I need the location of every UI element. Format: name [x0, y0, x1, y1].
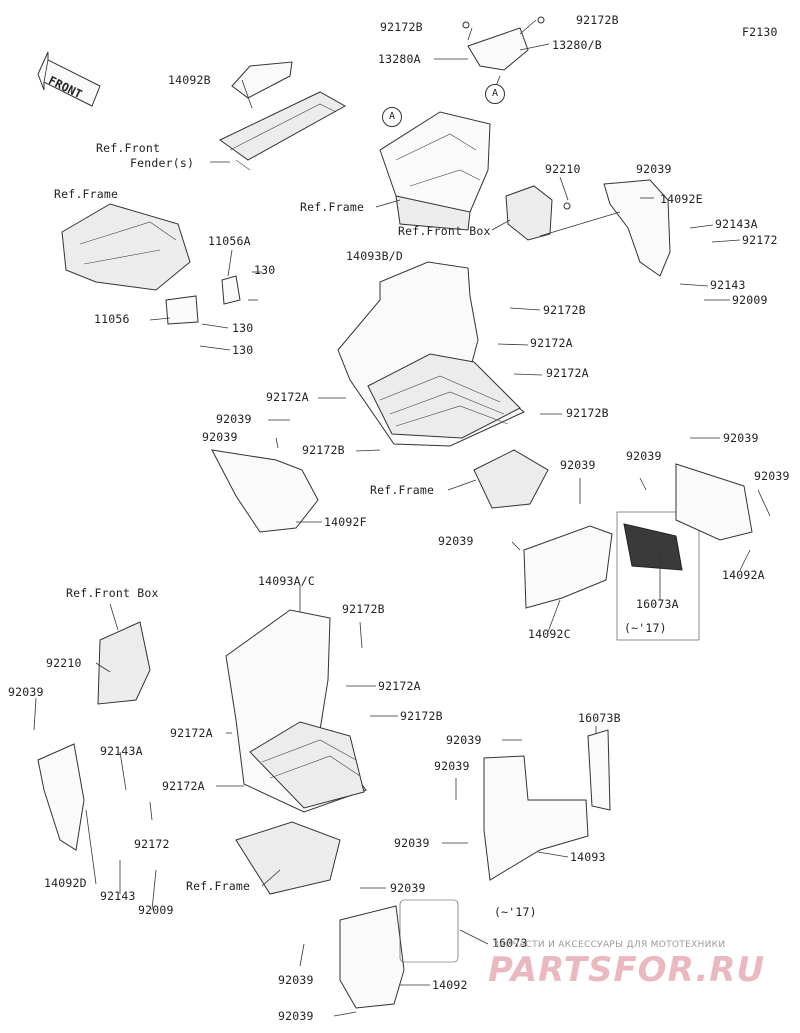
reference-circle-a: A	[485, 84, 505, 104]
floor-panel-bd-part	[337, 261, 525, 447]
cover-14092f-part	[211, 449, 319, 533]
frame-left-part	[61, 203, 241, 325]
part-label: 14092A	[722, 568, 765, 582]
part-label: 92172	[742, 233, 778, 247]
frame-bottom-part	[235, 821, 341, 895]
part-label: 92039	[754, 469, 790, 483]
part-label: 14092C	[528, 627, 571, 641]
front-arrow-icon	[37, 51, 101, 107]
part-label: 92039	[278, 1009, 314, 1023]
ref-label: Ref.Frame	[370, 483, 435, 497]
part-label: 92143A	[715, 217, 758, 231]
ref-label: Ref.Frame	[54, 187, 119, 201]
floor-panel-ac-part	[225, 609, 367, 813]
front-fender-cover-part	[219, 61, 347, 171]
part-label: 14092E	[660, 192, 703, 206]
watermark-logo: PARTSFOR.RU	[488, 950, 766, 990]
leader-lines	[33, 19, 771, 1017]
mat-16073a-part	[616, 463, 753, 641]
part-label: 92172A	[170, 726, 213, 740]
part-label: 92039	[8, 685, 44, 699]
part-label: 92172B	[302, 443, 345, 457]
cover-14092c-part	[523, 525, 613, 609]
ref-label: Fender(s)	[130, 156, 195, 170]
ref-label: Ref.Frame	[300, 200, 365, 214]
part-label: 92039	[278, 973, 314, 987]
note-label: (~'17)	[494, 905, 537, 919]
part-label: 92172A	[378, 679, 421, 693]
part-label: 92039	[390, 881, 426, 895]
part-label: 92039	[560, 458, 596, 472]
part-label: 92172	[134, 837, 170, 851]
part-label: 92039	[723, 431, 759, 445]
part-label: 92143	[100, 889, 136, 903]
part-label: 92039	[446, 733, 482, 747]
frame-center-part	[379, 111, 491, 231]
part-label: 130	[232, 321, 254, 335]
part-label: 92039	[626, 449, 662, 463]
part-label: 13280/B	[552, 38, 602, 52]
part-label: 11056	[94, 312, 130, 326]
note-label: (~'17)	[624, 621, 667, 635]
part-label: 92172B	[380, 20, 423, 34]
part-label: 16073B	[578, 711, 621, 725]
part-label: 92143	[710, 278, 746, 292]
diagram-code: F2130	[742, 25, 778, 39]
part-label: 14093A/C	[258, 574, 315, 588]
part-label: 92172B	[566, 406, 609, 420]
part-label: 16073A	[636, 597, 679, 611]
watermark-tagline: ЗАПЧАСТИ И АКСЕССУАРЫ ДЛЯ МОТОТЕХНИКИ	[493, 940, 726, 950]
part-label: 92039	[434, 759, 470, 773]
frame-mid-part	[473, 449, 549, 509]
part-label: 14092B	[168, 73, 211, 87]
part-label: 14093	[570, 850, 606, 864]
part-label: 92039	[394, 836, 430, 850]
part-label: 92009	[138, 903, 174, 917]
part-label: 92172A	[162, 779, 205, 793]
part-label: 92039	[636, 162, 672, 176]
part-label: 92172B	[543, 303, 586, 317]
ref-label: Ref.Frame	[186, 879, 251, 893]
part-label: 14092	[432, 978, 468, 992]
part-label: 13280A	[378, 52, 421, 66]
part-label: 92172A	[546, 366, 589, 380]
part-label: 130	[232, 343, 254, 357]
part-label: 11056A	[208, 234, 251, 248]
part-label: 130	[254, 263, 276, 277]
bracket-13280-part	[462, 16, 545, 71]
part-label: 92039	[438, 534, 474, 548]
part-label: 92210	[46, 656, 82, 670]
part-label: 14092F	[324, 515, 367, 529]
cover-14092-part	[339, 899, 459, 1009]
front-box-left-part	[37, 621, 151, 851]
part-label: 92143A	[100, 744, 143, 758]
cover-14093-part	[483, 729, 611, 881]
ref-label: Ref.Front	[96, 141, 161, 155]
part-label: 92009	[732, 293, 768, 307]
part-label: 92172B	[576, 13, 619, 27]
part-label: 92039	[202, 430, 238, 444]
part-label: 92172A	[530, 336, 573, 350]
part-label: 16073	[492, 936, 528, 950]
part-label: 92172B	[342, 602, 385, 616]
part-label: 14093B/D	[346, 249, 403, 263]
part-label: 92210	[545, 162, 581, 176]
part-label: 14092D	[44, 876, 87, 890]
front-box-top-part	[505, 179, 671, 277]
ref-label: Ref.Front Box	[66, 586, 159, 600]
part-label: 92172B	[400, 709, 443, 723]
part-label: 92039	[216, 412, 252, 426]
ref-label: Ref.Front Box	[398, 224, 491, 238]
part-label: 92172A	[266, 390, 309, 404]
reference-circle-a: A	[382, 107, 402, 127]
